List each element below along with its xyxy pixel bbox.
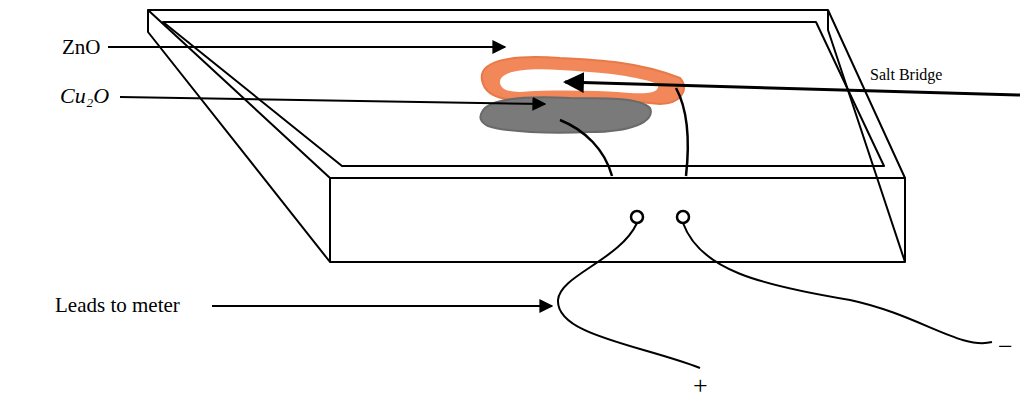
polarity-sign: + — [693, 372, 708, 401]
leader-arrow — [108, 46, 505, 48]
zno-electrode — [482, 57, 684, 104]
electrode-label: Cu₂O — [60, 84, 109, 108]
terminal — [631, 211, 643, 223]
polarity-sign: − — [998, 333, 1013, 362]
leader-arrow — [565, 82, 1020, 95]
tray-rim — [148, 10, 905, 178]
tray-front — [330, 178, 905, 262]
terminal — [677, 211, 689, 223]
tray-right-side — [828, 10, 905, 262]
part-label: Leads to meter — [55, 294, 180, 317]
leader-arrow — [212, 305, 552, 307]
wire — [560, 120, 612, 176]
wire — [676, 88, 688, 176]
tray-inner-rim — [163, 22, 884, 166]
electrode-label: ZnO — [62, 36, 101, 59]
lead-wire — [558, 223, 700, 368]
part-label: Salt Bridge — [870, 66, 942, 84]
leader-arrow — [120, 97, 545, 104]
lead-wire — [683, 223, 992, 343]
